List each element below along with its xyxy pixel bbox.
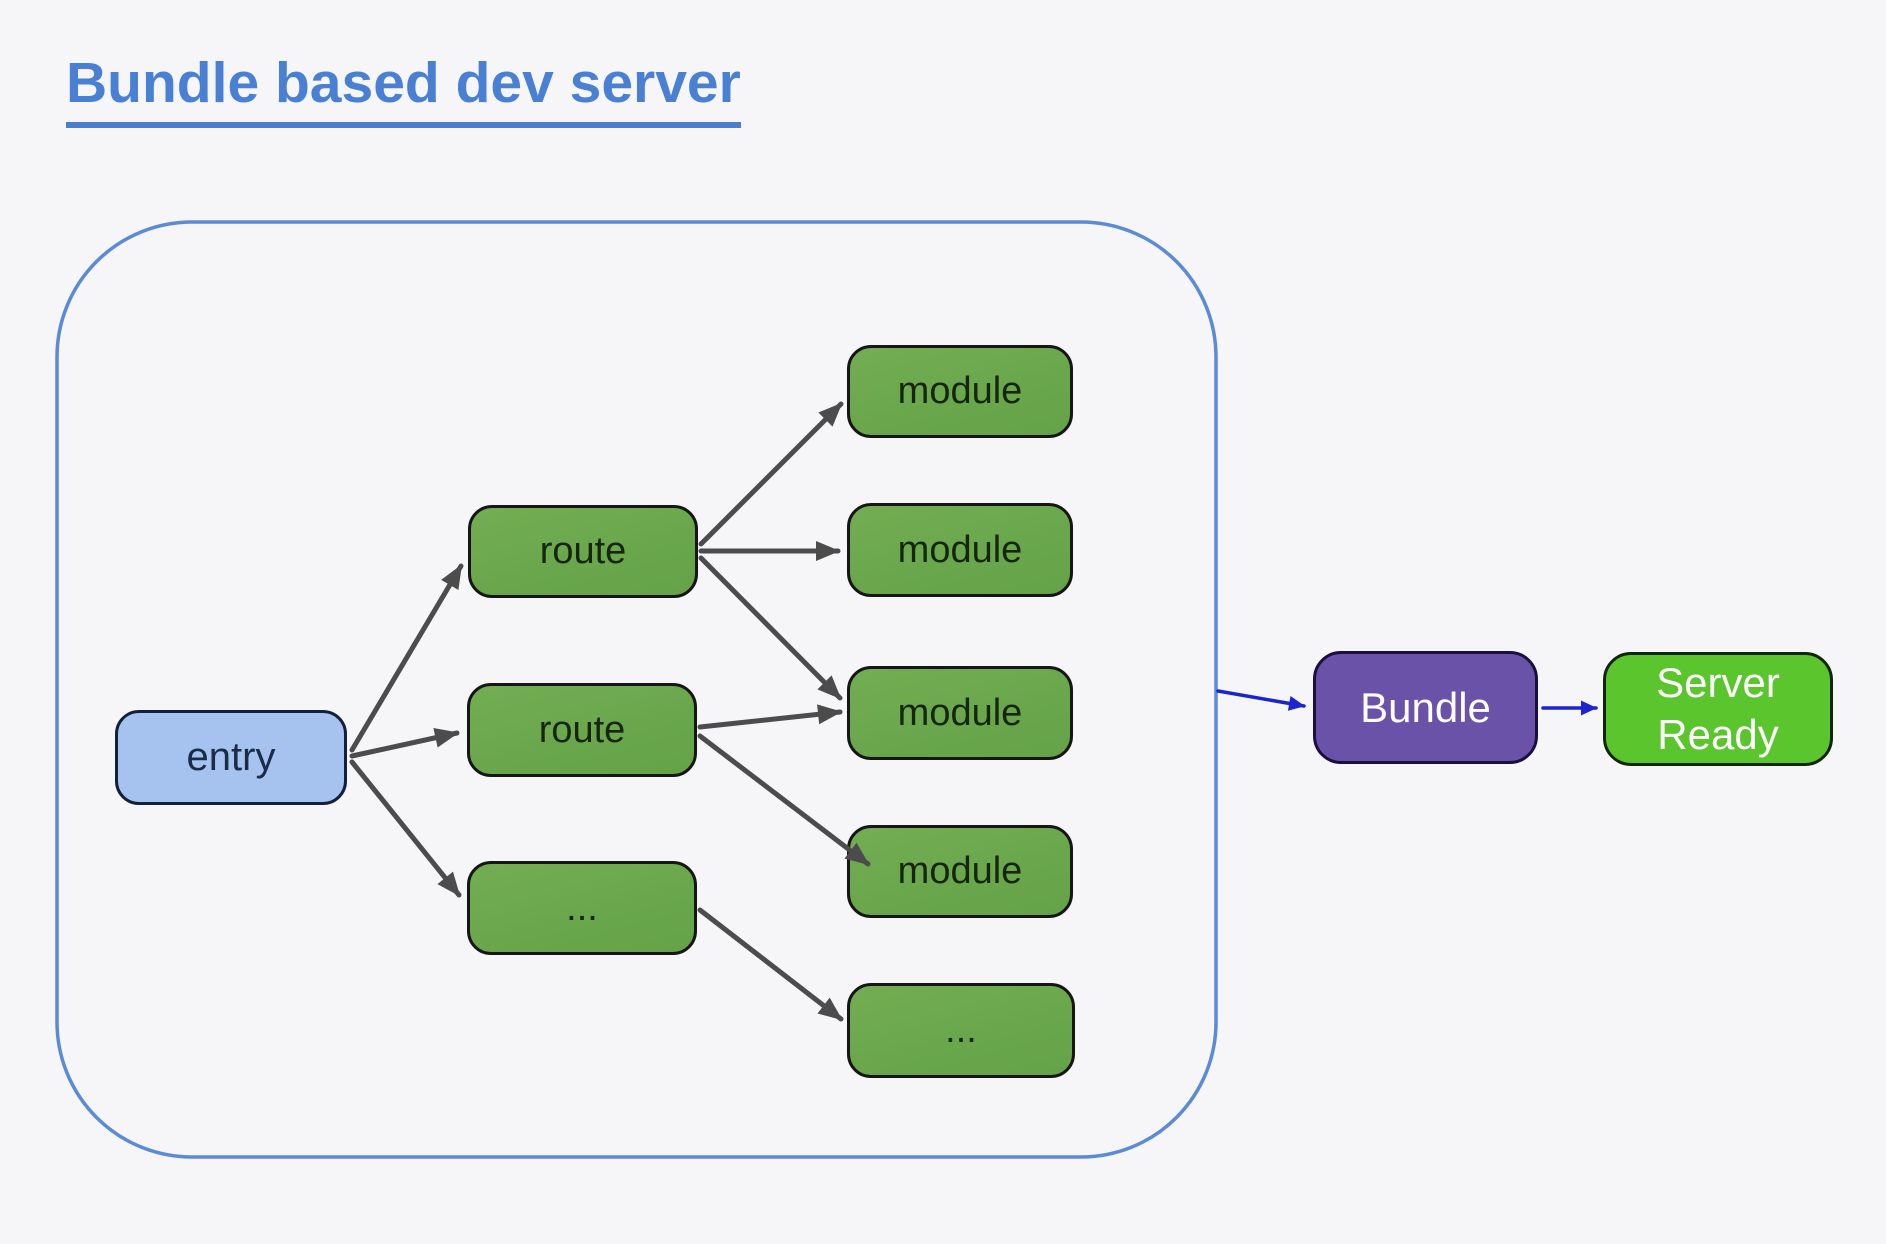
node-module-2: module: [847, 503, 1073, 597]
node-entry: entry: [115, 710, 347, 805]
node-module-3: module: [847, 666, 1073, 760]
node-server-ready: Server Ready: [1603, 652, 1833, 766]
node-module-4: module: [847, 825, 1073, 918]
node-more-modules-label: ...: [945, 1009, 977, 1051]
node-route-2: route: [467, 683, 697, 777]
dev-server-boundary: [55, 220, 1218, 1159]
node-route-1: route: [468, 505, 698, 598]
node-bundle: Bundle: [1313, 651, 1538, 764]
node-module-2-label: module: [897, 528, 1023, 571]
node-route-2-label: route: [538, 708, 626, 751]
node-more-routes: ...: [467, 861, 697, 955]
node-more-routes-label: ...: [566, 886, 598, 929]
node-entry-label: entry: [186, 735, 276, 779]
node-bundle-label: Bundle: [1360, 683, 1491, 731]
node-module-1: module: [847, 345, 1073, 438]
node-route-1-label: route: [539, 530, 627, 572]
node-module-1-label: module: [897, 370, 1023, 412]
diagram-title: Bundle based dev server: [66, 52, 741, 128]
node-module-3-label: module: [897, 691, 1023, 734]
node-module-4-label: module: [897, 850, 1023, 892]
node-more-modules: ...: [847, 983, 1075, 1078]
node-server-ready-label: Server Ready: [1656, 658, 1780, 759]
